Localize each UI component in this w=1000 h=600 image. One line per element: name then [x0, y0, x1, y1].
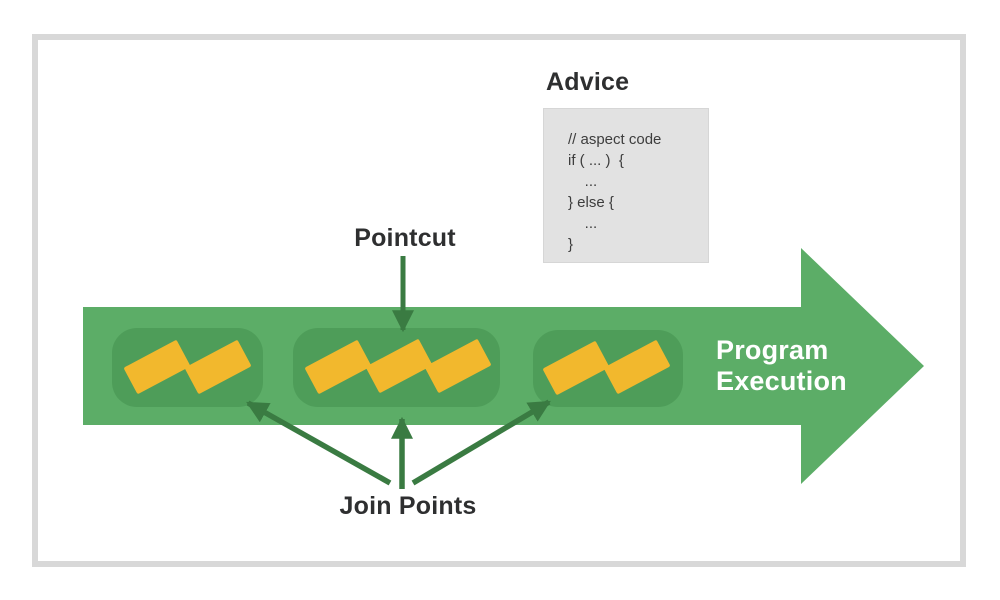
program-execution-label: Program Execution [716, 335, 847, 397]
advice-code-line: ... [568, 215, 598, 232]
advice-code-line: if ( ... ) { [568, 152, 624, 169]
advice-code-line: ... [568, 173, 598, 190]
join-point-group-3 [533, 330, 683, 407]
join-point-block [603, 339, 671, 395]
join-point-block [184, 339, 252, 395]
join-point-block [542, 340, 610, 396]
join-point-group-2 [293, 328, 500, 407]
advice-code-line: // aspect code [568, 131, 662, 148]
advice-code-box: // aspect code if ( ... ) { ... } else {… [543, 108, 709, 263]
join-point-block [424, 338, 492, 394]
join-point-block [304, 339, 372, 395]
diagram-frame [32, 34, 966, 567]
program-execution-line1: Program [716, 335, 829, 365]
pointcut-label: Pointcut [354, 224, 456, 252]
join-point-block [365, 338, 433, 394]
advice-title: Advice [546, 68, 630, 96]
advice-code-line: } else { [568, 194, 614, 211]
join-point-block [123, 339, 191, 395]
join-points-label: Join Points [339, 492, 477, 520]
program-execution-line2: Execution [716, 366, 847, 396]
join-point-group-1 [112, 328, 263, 407]
advice-code-line: } [568, 236, 574, 253]
